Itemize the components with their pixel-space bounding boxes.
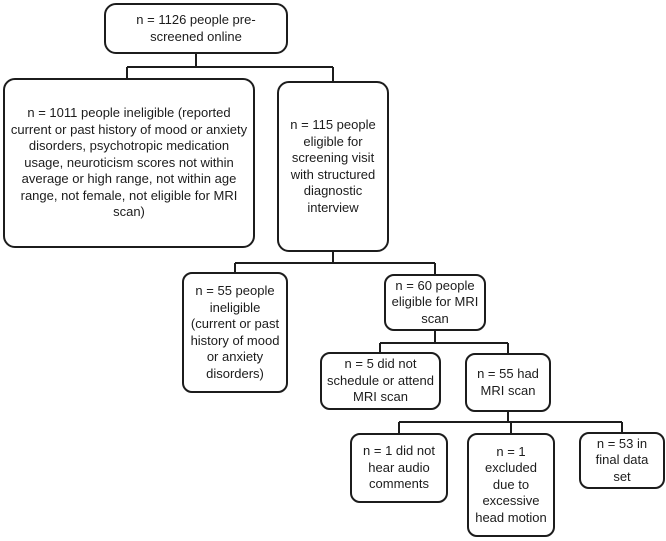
flow-node-eligible-60: n = 60 people eligible for MRI scan [384,274,486,331]
connector-hadmri-children [398,412,623,434]
connector-eligible60-children [379,331,509,354]
flow-node-head-motion-1: n = 1 excluded due to excessive head mot… [467,433,555,537]
connector-prescreened-children [126,54,334,82]
connector-eligible115-children [234,252,436,275]
flow-node-not-scheduled-5: n = 5 did not schedule or attend MRI sca… [320,352,441,410]
flow-node-ineligible-1011: n = 1011 people ineligible (reported cur… [3,78,255,248]
flow-node-no-audio-1: n = 1 did not hear audio comments [350,433,448,503]
flow-node-had-mri-55: n = 55 had MRI scan [465,353,551,412]
flow-node-ineligible-55: n = 55 people ineligible (current or pas… [182,272,288,393]
flow-node-eligible-115: n = 115 people eligible for screening vi… [277,81,389,252]
flow-node-pre-screened: n = 1126 people pre-screened online [104,3,288,54]
flow-node-final-53: n = 53 in final data set [579,432,665,489]
